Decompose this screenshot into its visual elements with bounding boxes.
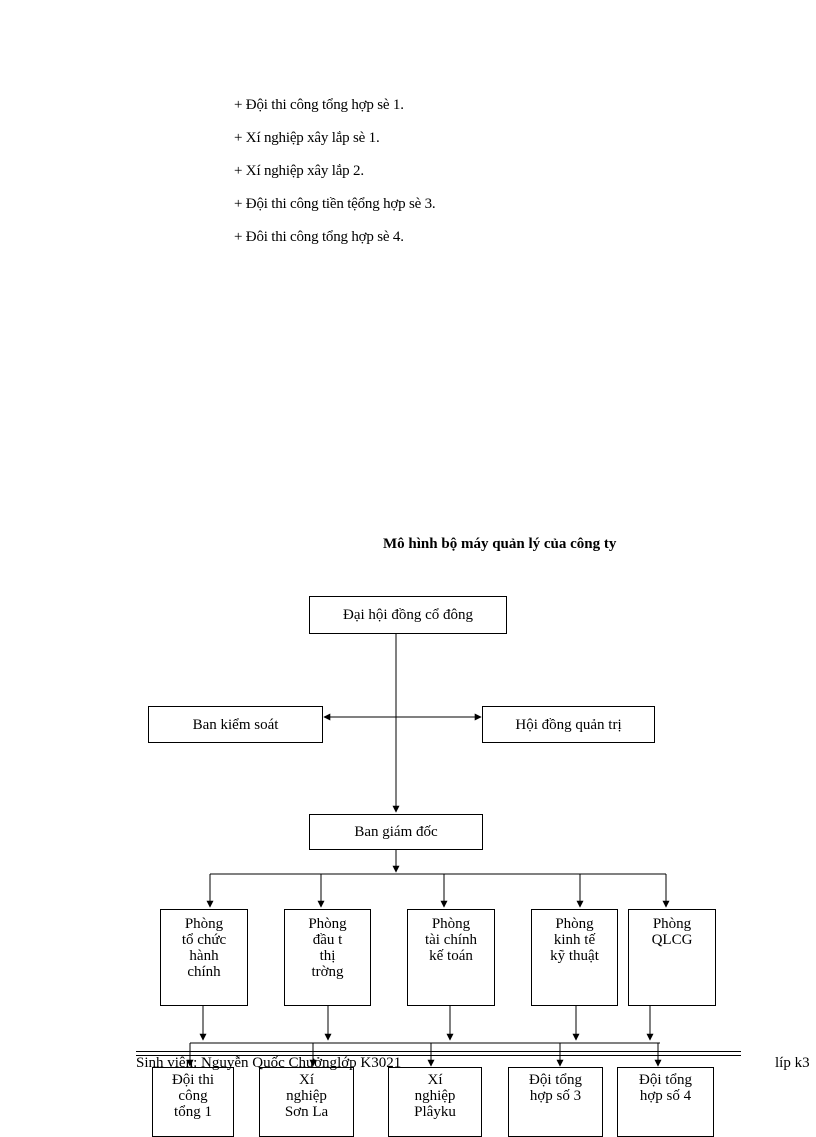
box-unit-4: Đội tổng hợp số 3 [508, 1067, 603, 1137]
list-item: + Đôi thi công tổng hợp sè 4. [234, 229, 404, 245]
box-dept-investment: Phòng đầu t thị trờng [284, 909, 371, 1006]
list-item: + Đội thi công tiền tệổng hợp sè 3. [234, 196, 436, 212]
box-unit-1: Đội thi công tổng 1 [152, 1067, 234, 1137]
footer-student-name: Sinh viên: Nguyễn Quốc Chưởng [136, 1055, 338, 1071]
box-general-assembly: Đại hội đồng cổ đông [309, 596, 507, 634]
box-dept-qlcg: Phòng QLCG [628, 909, 716, 1006]
footer-rule-bottom [136, 1055, 741, 1056]
box-executive-board: Ban giám đốc [309, 814, 483, 850]
box-unit-3: Xí nghiệp Plâyku [388, 1067, 482, 1137]
footer-rule-top [136, 1051, 741, 1052]
box-unit-5: Đội tổng hợp số 4 [617, 1067, 714, 1137]
unit-list: + Đội thi công tổng hợp sè 1. + Xí nghiệ… [234, 94, 436, 259]
box-dept-technical: Phòng kinh tế kỹ thuật [531, 909, 618, 1006]
box-supervisory-board: Ban kiểm soát [148, 706, 323, 743]
box-unit-2: Xí nghiệp Sơn La [259, 1067, 354, 1137]
box-board-of-directors: Hội đồng quản trị [482, 706, 655, 743]
list-item: + Xí nghiệp xây lắp sè 1. [234, 130, 380, 146]
footer-student: Sinh viên: Nguyễn Quốc Chưởnglớp K3021 [136, 1055, 401, 1072]
list-item: + Đội thi công tổng hợp sè 1. [234, 97, 404, 113]
chart-title: Mô hình bộ máy quản lý của công ty [383, 536, 617, 552]
footer-class: lớp K3021 [337, 1055, 402, 1071]
box-dept-admin: Phòng tổ chức hành chính [160, 909, 248, 1006]
box-dept-finance: Phòng tài chính kế toán [407, 909, 495, 1006]
list-item: + Xí nghiệp xây lắp 2. [234, 163, 364, 179]
footer-class-right: líp k3 [775, 1055, 810, 1071]
